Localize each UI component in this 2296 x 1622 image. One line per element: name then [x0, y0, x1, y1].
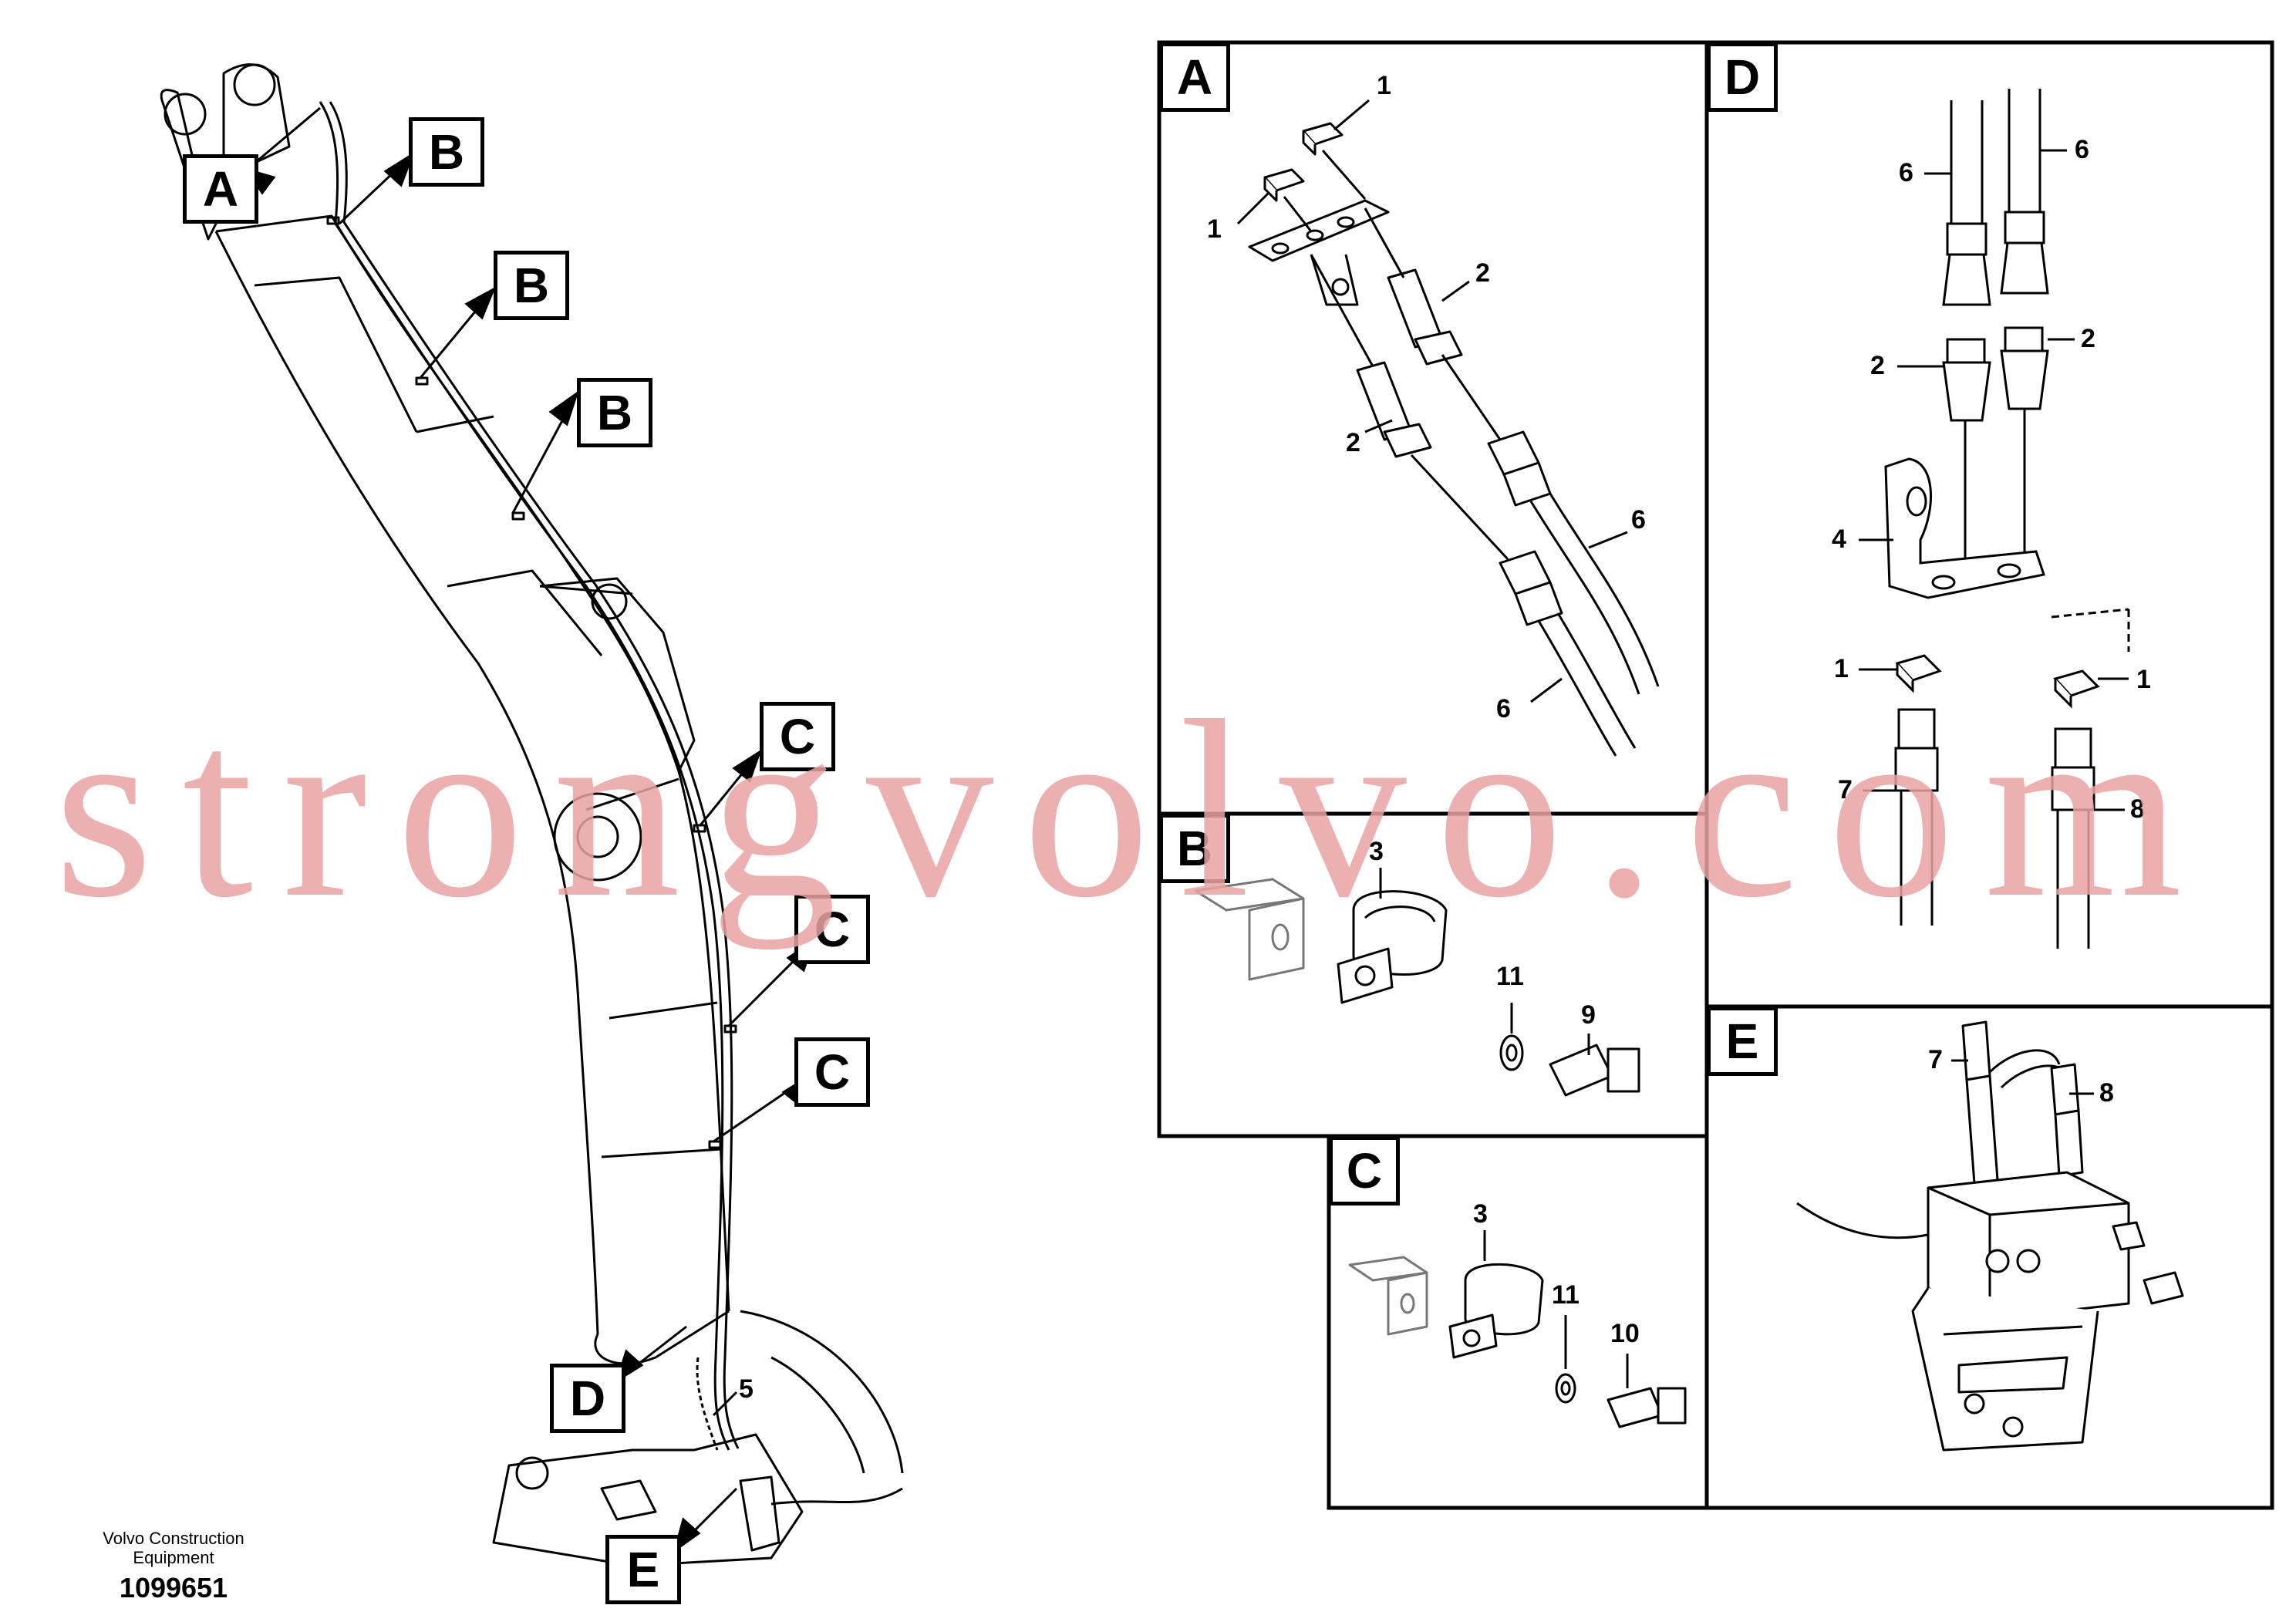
panel-b-label: B: [1159, 814, 1230, 883]
panel-e-label: E: [1707, 1007, 1778, 1076]
panel-a-part: 2: [1475, 258, 1490, 288]
panel-a-part: 6: [1631, 505, 1646, 534]
panel-a-part: 1: [1207, 214, 1222, 244]
panel-c-label: C: [1329, 1136, 1400, 1206]
panel-d-part: 6: [2075, 135, 2089, 164]
panel-a-leaders: [1236, 99, 1628, 703]
company-name-line2: Equipment: [133, 1548, 214, 1567]
panel-a-drawing: [1248, 122, 1563, 626]
overview-part-5: 5: [739, 1374, 754, 1404]
panel-d-label: D: [1707, 42, 1778, 112]
panel-c-drawing: [1348, 1256, 1687, 1428]
boom-hose: [319, 101, 740, 1451]
panel-c-leaders: [1483, 1230, 1629, 1388]
callout-b-2: B: [494, 251, 569, 320]
panel-b-drawing: [1194, 878, 1640, 1097]
callout-c-1: C: [760, 702, 835, 771]
panel-a-label: A: [1159, 42, 1230, 112]
panel-d-part: 2: [2081, 324, 2095, 353]
panel-b-part: 11: [1496, 962, 1524, 991]
panel-d-part: 6: [1899, 158, 1913, 187]
panel-d-part: 1: [2136, 665, 2151, 694]
panel-c-part: 11: [1552, 1280, 1580, 1310]
panel-d-part: 8: [2130, 794, 2145, 824]
panel-d-part: 7: [1838, 775, 1853, 804]
callout-b-1: B: [409, 117, 484, 187]
callout-b-3: B: [577, 378, 652, 447]
panel-d-part: 1: [1834, 654, 1849, 683]
company-name-line1: Volvo Construction: [103, 1529, 244, 1548]
panel-a-part: 6: [1496, 694, 1511, 723]
drawing-number: 1099651: [119, 1572, 228, 1603]
panel-a-part: 1: [1377, 71, 1391, 100]
panel-c-part: 10: [1610, 1319, 1640, 1348]
panel-d-drawing: [1884, 89, 2130, 949]
panel-a-hoses: [1310, 207, 1660, 757]
panel-b-leaders: [1379, 868, 1590, 1055]
panel-d-leaders: [1859, 149, 2129, 811]
panel-e-leaders: [1951, 1059, 2094, 1095]
panel-frames: [1157, 40, 2274, 1510]
panel-a-part: 2: [1346, 428, 1360, 457]
callout-c-2: C: [794, 895, 870, 964]
panel-e-drawing: [1796, 1020, 2184, 1452]
callout-d: D: [550, 1364, 625, 1433]
callout-a: A: [183, 154, 258, 224]
callout-c-3: C: [794, 1037, 870, 1107]
panel-b-part: 9: [1581, 1000, 1596, 1030]
panel-b-part: 3: [1369, 837, 1384, 866]
panel-e-part: 8: [2099, 1078, 2114, 1108]
panel-d-part: 4: [1832, 524, 1846, 554]
overview-leaders: [244, 106, 816, 1553]
callout-e: E: [605, 1535, 681, 1604]
panel-d-part: 2: [1870, 351, 1885, 380]
panel-e-part: 7: [1928, 1045, 1943, 1074]
panel-c-part: 3: [1473, 1199, 1488, 1229]
